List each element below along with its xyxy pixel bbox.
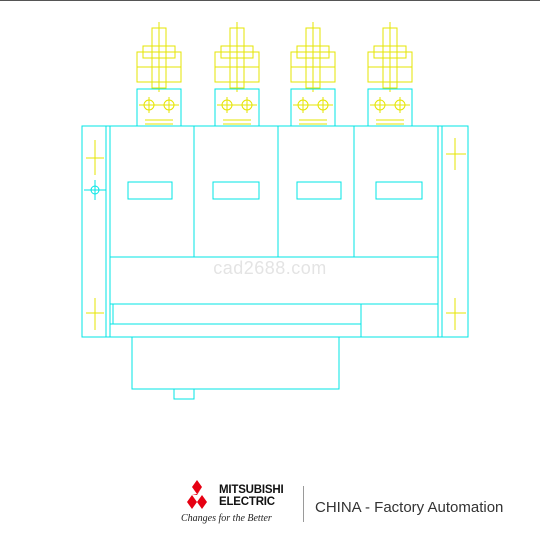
bottom-base: [131, 336, 340, 390]
right-side-plate: [437, 125, 469, 338]
watermark-text: cad2688.com: [213, 258, 327, 278]
terminal-block: [290, 22, 336, 127]
breaker-cad-drawing: [81, 22, 469, 400]
indicator-window: [375, 181, 423, 200]
left-side-plate: [81, 125, 111, 338]
region-label: CHINA - Factory Automation: [315, 499, 504, 516]
terminal-group: [136, 22, 413, 127]
indicator-window: [127, 181, 173, 200]
top-border-line: [0, 0, 540, 1]
indicator-window: [296, 181, 342, 200]
brand-name-line-1: MITSUBISHI: [219, 484, 284, 496]
breaker-body: [81, 125, 469, 400]
bottom-tab: [173, 388, 195, 400]
three-diamonds-icon: [187, 480, 207, 509]
footer-branding: MITSUBISHI ELECTRIC Changes for the Bett…: [0, 470, 540, 540]
terminal-block: [136, 22, 182, 127]
side-center-marks: [86, 138, 466, 330]
footer-divider: [303, 486, 304, 522]
terminal-block: [367, 22, 413, 127]
indicator-window: [212, 181, 260, 200]
terminal-block: [214, 22, 260, 127]
indicator-windows: [127, 181, 423, 200]
brand-name-line-2: ELECTRIC: [219, 496, 275, 508]
brand-slogan: Changes for the Better: [181, 513, 272, 524]
